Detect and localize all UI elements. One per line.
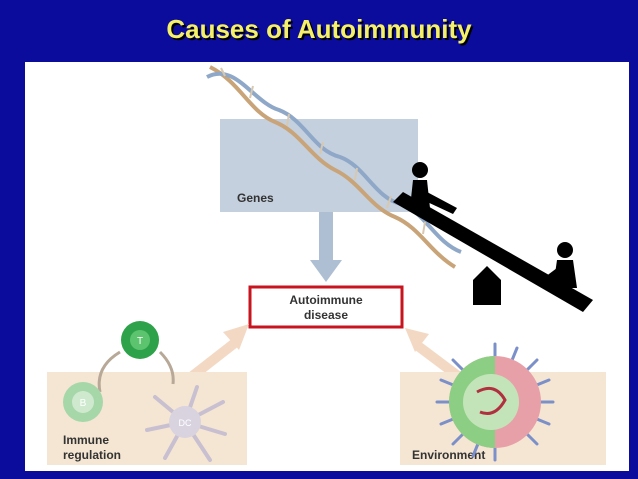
person-icon [410, 162, 457, 214]
diagram-figure: Genes Autoimmune disease Immune [25, 62, 629, 471]
arrow-genes-to-disease [310, 212, 342, 282]
disease-box [248, 285, 404, 329]
cell-arrow-right [158, 350, 175, 385]
person-icon-lower [541, 242, 577, 288]
b-cell-label: B [80, 398, 87, 409]
genes-label: Genes [237, 191, 274, 205]
t-cell-label: T [137, 336, 143, 347]
disease-label-line2: disease [304, 308, 348, 322]
environment-label: Environment [412, 448, 485, 462]
virus-icon [435, 342, 555, 462]
arrow-environment-to-disease [405, 328, 461, 380]
b-cell-icon: B [63, 382, 103, 422]
dc-cell-label: DC [179, 418, 192, 428]
immune-label-line2: regulation [63, 448, 121, 462]
disease-label-line1: Autoimmune [289, 293, 363, 307]
cell-arrow-left [97, 350, 121, 393]
dendritic-cell-icon: DC [145, 385, 227, 462]
immune-label-line1: Immune [63, 433, 109, 447]
slide-title: Causes of Autoimmunity [166, 14, 472, 44]
diagram-svg: Genes Autoimmune disease Immune [47, 65, 606, 465]
t-cell-icon: T [121, 321, 159, 359]
